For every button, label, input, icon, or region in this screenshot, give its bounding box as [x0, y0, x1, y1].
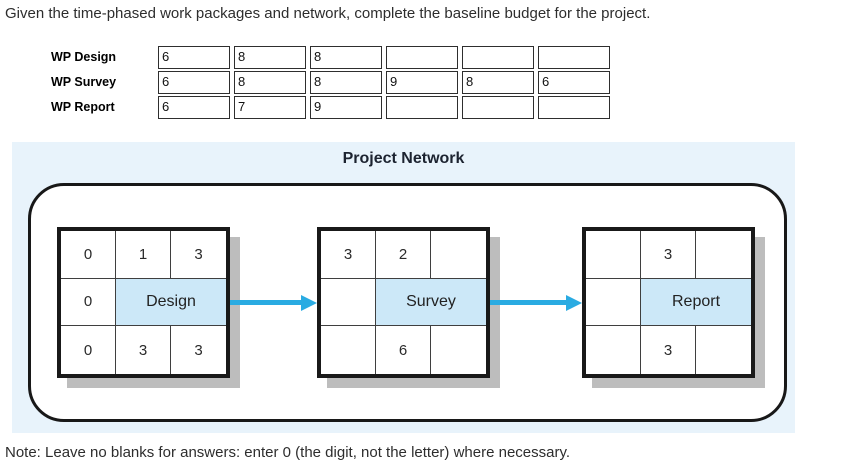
wp-design-period-5-input[interactable]: [462, 46, 534, 69]
wp-design-row: WP Design: [0, 46, 847, 69]
wp-report-period-5-input[interactable]: [462, 96, 534, 119]
design-node: 0 1 3 0 Design 0 3 3: [57, 227, 230, 378]
survey-ef-cell: [431, 231, 486, 279]
report-name-cell: Report: [641, 278, 751, 327]
wp-report-row: WP Report: [0, 96, 847, 119]
design-slack-cell: 0: [61, 278, 116, 327]
instruction-text: Given the time-phased work packages and …: [5, 5, 651, 22]
survey-id-cell: 2: [376, 231, 431, 279]
design-lf-cell: 3: [171, 326, 226, 374]
report-node: 3 Report 3: [582, 227, 755, 378]
wp-report-period-2-input[interactable]: [234, 96, 306, 119]
wp-report-period-1-input[interactable]: [158, 96, 230, 119]
design-ls-cell: 0: [61, 326, 116, 374]
wp-survey-period-6-input[interactable]: [538, 71, 610, 94]
design-id-cell: 1: [116, 231, 171, 279]
report-ef-cell: [696, 231, 751, 279]
wp-survey-label: WP Survey: [51, 75, 117, 89]
survey-es-cell: 3: [321, 231, 376, 279]
design-dur-cell: 3: [116, 326, 171, 374]
wp-report-period-6-input[interactable]: [538, 96, 610, 119]
wp-survey-period-1-input[interactable]: [158, 71, 230, 94]
survey-to-report-arrow-icon: [490, 300, 566, 305]
report-ls-cell: [586, 326, 641, 374]
wp-design-period-3-input[interactable]: [310, 46, 382, 69]
survey-name-cell: Survey: [376, 278, 486, 327]
wp-survey-row: WP Survey: [0, 71, 847, 94]
survey-slack-cell: [321, 278, 376, 327]
wp-design-period-1-input[interactable]: [158, 46, 230, 69]
wp-report-period-3-input[interactable]: [310, 96, 382, 119]
wp-survey-period-5-input[interactable]: [462, 71, 534, 94]
report-lf-cell: [696, 326, 751, 374]
design-es-cell: 0: [61, 231, 116, 279]
wp-design-period-2-input[interactable]: [234, 46, 306, 69]
wp-report-period-4-input[interactable]: [386, 96, 458, 119]
design-name-cell: Design: [116, 278, 226, 327]
survey-lf-cell: [431, 326, 486, 374]
network-title: Project Network: [342, 150, 465, 167]
wp-survey-period-4-input[interactable]: [386, 71, 458, 94]
report-slack-cell: [586, 278, 641, 327]
report-id-cell: 3: [641, 231, 696, 279]
wp-report-label: WP Report: [51, 100, 115, 114]
design-to-survey-arrow-icon: [230, 300, 301, 305]
note-text: Note: Leave no blanks for answers: enter…: [5, 444, 571, 461]
wp-design-label: WP Design: [51, 50, 117, 64]
wp-design-period-6-input[interactable]: [538, 46, 610, 69]
report-es-cell: [586, 231, 641, 279]
survey-dur-cell: 6: [376, 326, 431, 374]
wp-survey-period-2-input[interactable]: [234, 71, 306, 94]
report-dur-cell: 3: [641, 326, 696, 374]
design-ef-cell: 3: [171, 231, 226, 279]
wp-design-period-4-input[interactable]: [386, 46, 458, 69]
survey-ls-cell: [321, 326, 376, 374]
survey-node: 3 2 Survey 6: [317, 227, 490, 378]
wp-survey-period-3-input[interactable]: [310, 71, 382, 94]
